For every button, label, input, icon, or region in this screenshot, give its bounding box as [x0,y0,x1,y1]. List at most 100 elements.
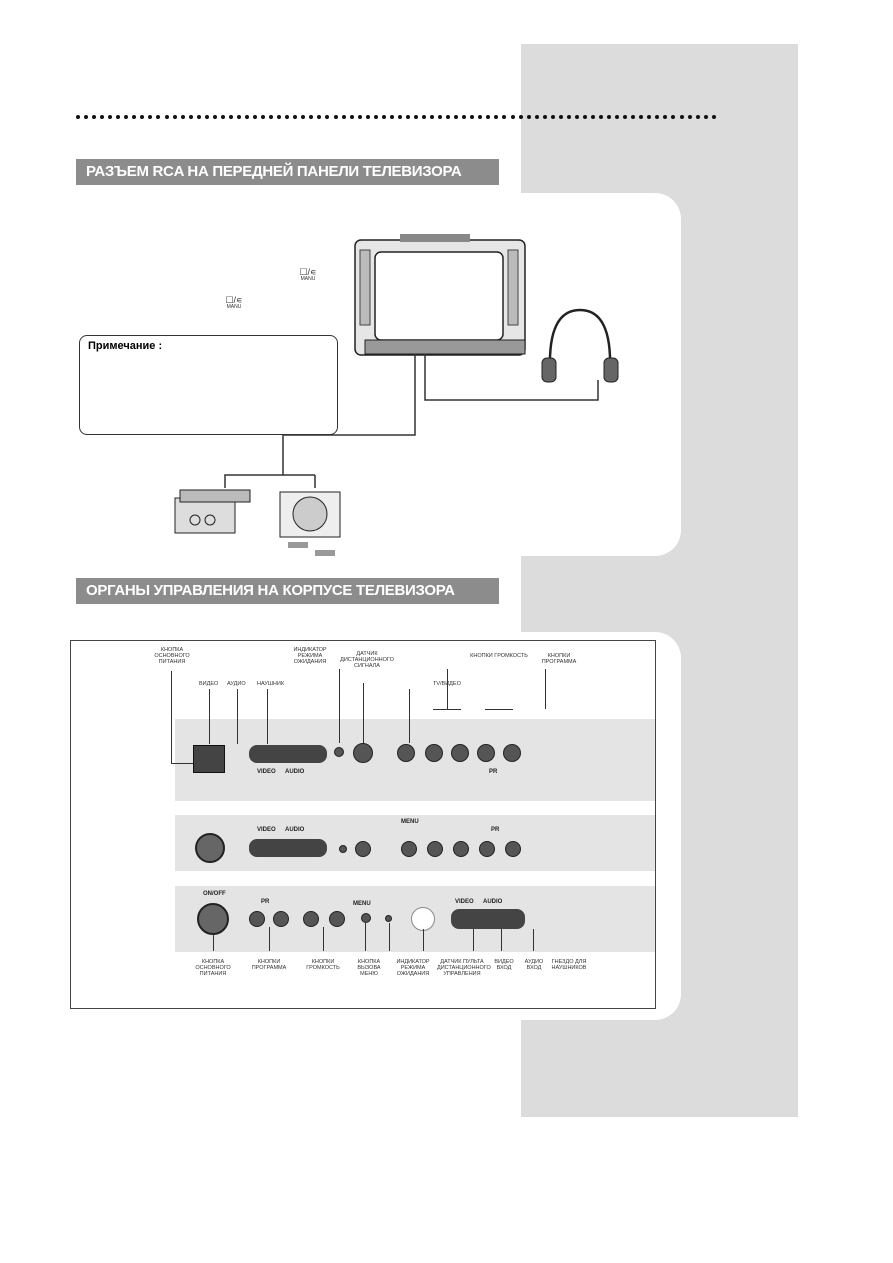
menu-text-c: MENU [353,901,371,907]
separator-dot [108,115,113,119]
separator-dot [518,115,523,119]
separator-dot [510,115,515,119]
label-headphones: НАУШНИК [257,681,285,687]
label-video: ВИДЕО [199,681,219,687]
separator-dot [413,115,418,119]
program-down-button-c[interactable] [249,911,265,927]
separator-dot [494,115,499,119]
on-off-text: ON/OFF [203,891,226,897]
note-label: Примечание : [88,340,163,352]
menu-text-b: MENU [401,819,419,825]
separator-dot [655,115,660,119]
standby-led-a [334,747,344,757]
leader [269,927,270,951]
jack-panel-c [451,909,525,929]
volume-up-button-a[interactable] [451,744,469,762]
remote-sensor-c [411,907,435,931]
menu-button-c[interactable] [361,913,371,923]
separator-dot [325,115,330,119]
separator-dot [607,115,612,119]
separator-dot [164,115,169,119]
leader [365,923,366,951]
separator-dot [84,115,89,119]
separator-dot [534,115,539,119]
tv-connection-illustration [174,234,619,556]
label-audio-in: АУДИО ВХОД [524,959,544,971]
label-program-buttons: КНОПКИ ПРОГРАММА [541,653,577,665]
separator-dot [639,115,644,119]
separator-dot [212,115,217,119]
leader [237,689,238,744]
menu-symbol-2: ☐/∊ MANU [225,295,243,310]
jack-panel-a [249,745,327,763]
label-power-button: КНОПКА ОСНОВНОГО ПИТАНИЯ [195,959,231,977]
video-text-a: VIDEO [257,769,276,775]
separator-dot [317,115,322,119]
on-off-button[interactable] [197,903,229,935]
separator-dot [663,115,668,119]
separator-dot [574,115,579,119]
leader [339,669,340,743]
separator-dot [341,115,346,119]
volume-up-button-b[interactable] [453,841,469,857]
leader [433,709,461,710]
volume-down-button-c[interactable] [303,911,319,927]
program-up-button-a[interactable] [503,744,521,762]
program-up-button-c[interactable] [273,911,289,927]
separator-dot [671,115,676,119]
leader [363,683,364,743]
pr-text-a: PR [489,769,498,775]
separator-dot [462,115,467,119]
label-video-in: ВИДЕО ВХОД [494,959,514,971]
separator-dot [582,115,587,119]
separator-dot [188,115,193,119]
label-standby-indicator: ИНДИКАТОР РЕЖИМА ОЖИДАНИЯ [293,647,327,665]
separator-dot [285,115,290,119]
separator-dot [309,115,314,119]
leader [389,923,390,951]
separator-dot [244,115,249,119]
separator-dot [76,115,80,119]
video-text-b: VIDEO [257,827,276,833]
separator-dot [478,115,483,119]
power-button-b[interactable] [195,833,225,863]
separator-dot [647,115,652,119]
separator-dot [373,115,378,119]
program-down-button-b[interactable] [479,841,495,857]
leader [323,927,324,951]
menu-symbol-1: ☐/∊ MANU [299,267,317,282]
leader [545,669,546,709]
leader [213,935,214,951]
separator-dot [550,115,555,119]
separator-dot [349,115,354,119]
volume-down-button-b[interactable] [427,841,443,857]
separator-dot [389,115,394,119]
section1-title: РАЗЪЕМ RCA НА ПЕРЕДНЕЙ ПАНЕЛИ ТЕЛЕВИЗОРА [76,159,499,185]
volume-up-button-c[interactable] [329,911,345,927]
separator-dot [615,115,620,119]
separator-dot [333,115,338,119]
label-program-buttons-c: КНОПКИ ПРОГРАММА [251,959,287,971]
separator-dot [132,115,137,119]
separator-dot [148,115,153,119]
program-down-button-a[interactable] [477,744,495,762]
separator-dot [623,115,628,119]
separator-dot [526,115,531,119]
audio-text-a: AUDIO [285,769,305,775]
leader [209,689,210,744]
separator-dot [422,115,427,119]
separator-dot [679,115,684,119]
separator-dot [156,115,161,119]
label-main-power: КНОПКА ОСНОВНОГО ПИТАНИЯ [154,647,190,665]
separator-dot [687,115,692,119]
separator-dot [357,115,362,119]
tv-video-button-a[interactable] [397,744,415,762]
power-switch-a[interactable] [193,745,225,773]
menu-button-b[interactable] [401,841,417,857]
separator-dot [405,115,410,119]
leader [423,929,424,951]
leader [533,929,534,951]
separator-dot [703,115,708,119]
program-up-button-b[interactable] [505,841,521,857]
volume-down-button-a[interactable] [425,744,443,762]
